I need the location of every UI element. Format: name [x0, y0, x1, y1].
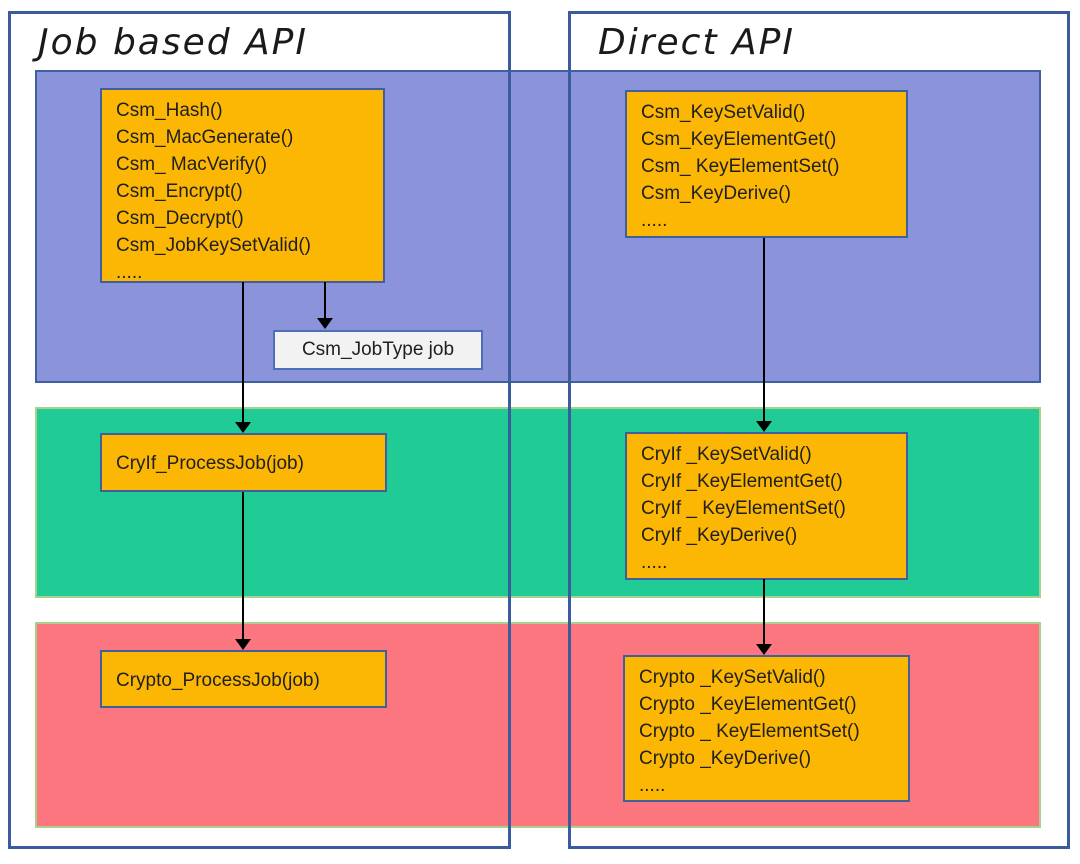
direct-api-frame: Direct API [568, 11, 1070, 849]
job-based-api-title: Job based API [38, 22, 309, 63]
csm-jobtype-box: Csm_JobType job [273, 330, 483, 370]
job-based-api-frame: Job based API [8, 11, 511, 849]
arrowhead-icon [756, 644, 772, 655]
arrow-csm-to-cryif-job [235, 282, 251, 433]
arrow-cryif-to-crypto-job [235, 492, 251, 650]
arrow-csm-to-jobtype [317, 282, 333, 329]
crypto-processjob-box: Crypto_ProcessJob(job) [100, 650, 387, 708]
arrowhead-icon [235, 422, 251, 433]
cryif-processjob-box: CryIf_ProcessJob(job) [100, 433, 387, 492]
arrowhead-icon [317, 318, 333, 329]
direct-api-title: Direct API [598, 22, 795, 63]
arrowhead-icon [235, 639, 251, 650]
crypto-direct-api-functions-box: Crypto _KeySetValid() Crypto _KeyElement… [623, 655, 910, 802]
arrowhead-icon [756, 421, 772, 432]
arrow-csm-to-cryif-direct [756, 238, 772, 432]
csm-direct-api-functions-box: Csm_KeySetValid() Csm_KeyElementGet() Cs… [625, 90, 908, 238]
arrow-cryif-to-crypto-direct [756, 579, 772, 655]
cryif-direct-api-functions-box: CryIf _KeySetValid() CryIf _KeyElementGe… [625, 432, 908, 580]
csm-job-api-functions-box: Csm_Hash() Csm_MacGenerate() Csm_ MacVer… [100, 88, 385, 283]
